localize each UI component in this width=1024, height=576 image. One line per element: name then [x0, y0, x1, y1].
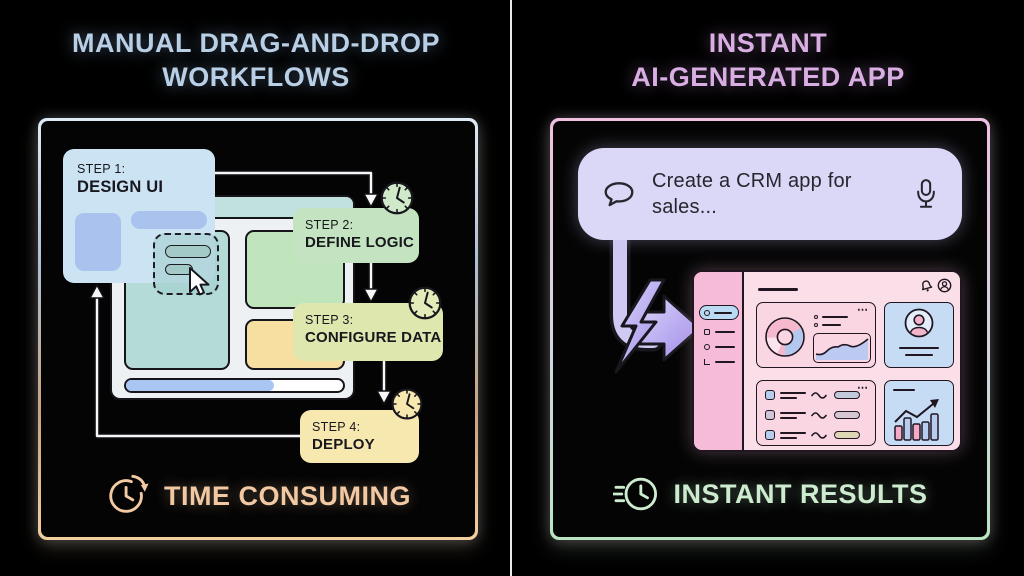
- prompt-line2: sales...: [652, 196, 717, 218]
- record-text-lines: [780, 391, 806, 399]
- record-row: [765, 430, 860, 440]
- record-row: [765, 390, 860, 400]
- prompt-bubble: Create a CRM app for sales...: [578, 148, 962, 240]
- nav-item-icon: [704, 344, 710, 350]
- instant-results-badge: INSTANT RESULTS: [553, 473, 987, 515]
- step-name: DESIGN UI: [77, 178, 164, 196]
- record-status-pill: [834, 431, 860, 439]
- lightning-arrow-icon: [614, 278, 702, 374]
- nav-item-icon: [704, 359, 710, 365]
- cursor-icon: [189, 267, 210, 296]
- ui-placeholder-rect: [75, 213, 121, 271]
- user-icon: [937, 278, 952, 293]
- wireframe-progress-bar: [124, 378, 345, 393]
- more-options-icon: ⋯: [857, 304, 869, 316]
- nav-item-icon: [704, 329, 710, 335]
- step-label: STEP 1:: [77, 162, 126, 176]
- more-options-icon: ⋯: [857, 382, 869, 394]
- speedy-clock-icon: [612, 477, 657, 511]
- bell-icon: [921, 280, 933, 292]
- ai-generated-panel: Create a CRM app for sales...: [550, 118, 990, 540]
- profile-text-line: [905, 354, 933, 356]
- record-row: [765, 410, 860, 420]
- record-checkbox: [765, 430, 775, 440]
- nav-item-label-line: [715, 331, 735, 333]
- record-checkbox: [765, 390, 775, 400]
- profile-text-line: [899, 347, 939, 349]
- app-header-title-line: [758, 288, 798, 291]
- step-label: STEP 2:: [305, 218, 354, 232]
- record-text-lines: [780, 411, 806, 419]
- sidebar-item: [704, 359, 735, 365]
- donut-chart: [765, 317, 805, 357]
- nav-item-label-line: [714, 311, 732, 314]
- crm-app-window: ⋯: [692, 270, 962, 452]
- step-name: DEFINE LOGIC: [305, 234, 415, 251]
- ui-placeholder-pill: [131, 211, 207, 229]
- sidebar-active-item: [699, 305, 739, 320]
- sidebar-item: [704, 329, 735, 335]
- right-title-line2: AI-GENERATED APP: [631, 62, 905, 92]
- area-chart: [813, 333, 871, 363]
- step-name: DEPLOY: [312, 436, 375, 453]
- record-status-pill: [834, 391, 860, 399]
- step-card-configure-data: STEP 3: CONFIGURE DATA: [293, 303, 443, 361]
- records-list-card: ⋯: [756, 380, 876, 446]
- record-checkbox: [765, 410, 775, 420]
- step-card-design-ui: STEP 1: DESIGN UI: [63, 149, 215, 283]
- right-column-title: INSTANT AI-GENERATED APP: [512, 26, 1024, 94]
- drag-ghost-pill: [165, 245, 211, 258]
- legend-line: [822, 316, 848, 318]
- record-status-pill: [834, 411, 860, 419]
- nav-item-label-line: [715, 361, 735, 363]
- time-consuming-clock-icon: [109, 474, 149, 513]
- squiggle-line: [811, 412, 827, 419]
- legend-line: [822, 324, 841, 326]
- nav-item-label-line: [715, 346, 735, 348]
- badge-label: TIME CONSUMING: [164, 480, 411, 511]
- prompt-text: Create a CRM app for sales...: [652, 168, 852, 220]
- badge-label: INSTANT RESULTS: [673, 478, 928, 509]
- nav-item-icon: [704, 309, 710, 316]
- step-card-define-logic: STEP 2: DEFINE LOGIC: [293, 208, 419, 263]
- clock-icon: [379, 180, 415, 216]
- step-label: STEP 3:: [305, 313, 354, 327]
- microphone-icon: [917, 179, 935, 208]
- panel-divider: [510, 0, 512, 576]
- sales-bar-chart-card: [884, 380, 954, 446]
- record-text-lines: [780, 431, 806, 439]
- speech-bubble-icon: [604, 181, 634, 206]
- step-card-deploy: STEP 4: DEPLOY: [300, 410, 419, 463]
- clock-icon: [390, 387, 424, 421]
- crm-sidebar: [694, 272, 744, 450]
- legend-dot: [814, 323, 818, 327]
- left-column-title: MANUAL DRAG-AND-DROP WORKFLOWS: [0, 26, 512, 94]
- contact-profile-card: [884, 302, 954, 368]
- time-consuming-badge: TIME CONSUMING: [41, 473, 475, 519]
- clock-icon: [407, 285, 443, 321]
- right-title-line1: INSTANT: [708, 28, 828, 58]
- bar-chart: [894, 399, 939, 441]
- avatar-icon: [904, 308, 934, 338]
- left-title-line2: WORKFLOWS: [162, 62, 350, 92]
- prompt-line1: Create a CRM app for: [652, 170, 852, 192]
- legend-dot: [814, 315, 818, 319]
- sidebar-item: [704, 344, 735, 350]
- squiggle-line: [811, 432, 827, 439]
- legend-row: [814, 315, 848, 319]
- chart-title-line: [893, 389, 915, 391]
- ai-generated-canvas: Create a CRM app for sales...: [553, 121, 987, 537]
- manual-workflow-panel: STEP 1: DESIGN UI STEP 2: DEFINE LOGIC S…: [38, 118, 478, 540]
- left-title-line1: MANUAL DRAG-AND-DROP: [72, 28, 440, 58]
- squiggle-line: [811, 392, 827, 399]
- dashboard-charts-card: ⋯: [756, 302, 876, 368]
- manual-workflow-canvas: STEP 1: DESIGN UI STEP 2: DEFINE LOGIC S…: [41, 121, 475, 537]
- step-label: STEP 4:: [312, 420, 361, 434]
- step-name: CONFIGURE DATA: [305, 329, 442, 346]
- wireframe-progress-fill: [126, 380, 274, 391]
- workflow-arrows: [89, 170, 392, 439]
- legend-row: [814, 323, 841, 327]
